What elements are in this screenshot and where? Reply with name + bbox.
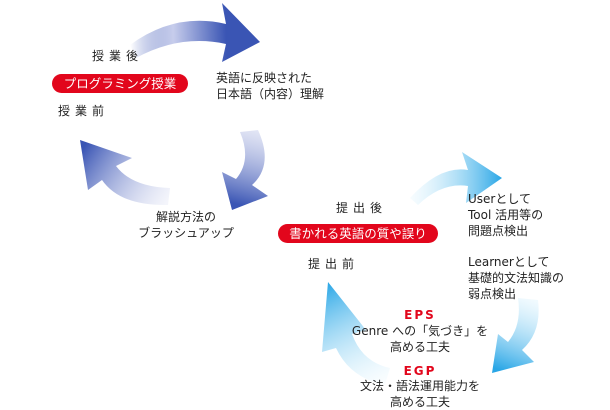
egp-text: 文法・語法運用能力を 高める工夫 bbox=[350, 378, 490, 410]
egp-line-1: 文法・語法運用能力を bbox=[359, 379, 480, 393]
top-bottom-line-2: ブラッシュアップ bbox=[138, 226, 234, 240]
cycle-arrow-bottom-2 bbox=[492, 298, 539, 373]
learner-line-1: Learnerとして bbox=[468, 255, 550, 269]
bottom-after-label: 提出後 bbox=[336, 201, 388, 215]
cycle-arrow-top-3 bbox=[80, 140, 170, 206]
top-after-label: 授業後 bbox=[92, 49, 144, 63]
cycle-arrow-bottom-1 bbox=[410, 152, 502, 205]
cycle-arrow-bottom-3 bbox=[322, 282, 390, 385]
top-right-line-2: 日本語（内容）理解 bbox=[216, 87, 325, 101]
cycle-arrow-top-1 bbox=[130, 3, 260, 62]
top-pill-label: プログラミング授業 bbox=[52, 74, 188, 93]
learner-line-3: 弱点検出 bbox=[468, 287, 517, 301]
bottom-before-label: 提出前 bbox=[308, 257, 360, 271]
cycle-arrow-top-2 bbox=[222, 130, 268, 210]
top-right-text: 英語に反映された 日本語（内容）理解 bbox=[216, 70, 324, 102]
learner-text: Learnerとして 基礎的文法知識の 弱点検出 bbox=[468, 254, 564, 302]
top-bottom-line-1: 解説方法の bbox=[155, 210, 216, 224]
top-bottom-text: 解説方法の ブラッシュアップ bbox=[126, 209, 246, 241]
user-line-2: Tool 活用等の bbox=[468, 208, 544, 222]
top-before-label: 授業前 bbox=[58, 104, 110, 118]
user-line-3: 問題点検出 bbox=[468, 224, 529, 238]
eps-line-1: Genre への「気づき」を bbox=[351, 324, 489, 338]
user-line-1: Userとして bbox=[468, 192, 531, 206]
learner-line-2: 基礎的文法知識の bbox=[468, 271, 565, 285]
egp-line-2: 高める工夫 bbox=[389, 395, 450, 409]
eps-line-2: 高める工夫 bbox=[389, 340, 450, 354]
top-right-line-1: 英語に反映された bbox=[216, 71, 313, 85]
eps-text: Genre への「気づき」を 高める工夫 bbox=[350, 323, 490, 355]
eps-label: EPS bbox=[404, 308, 436, 322]
bottom-pill-label: 書かれる英語の質や誤り bbox=[278, 224, 438, 243]
user-text: Userとして Tool 活用等の 問題点検出 bbox=[468, 191, 543, 239]
egp-label: EGP bbox=[403, 364, 437, 378]
